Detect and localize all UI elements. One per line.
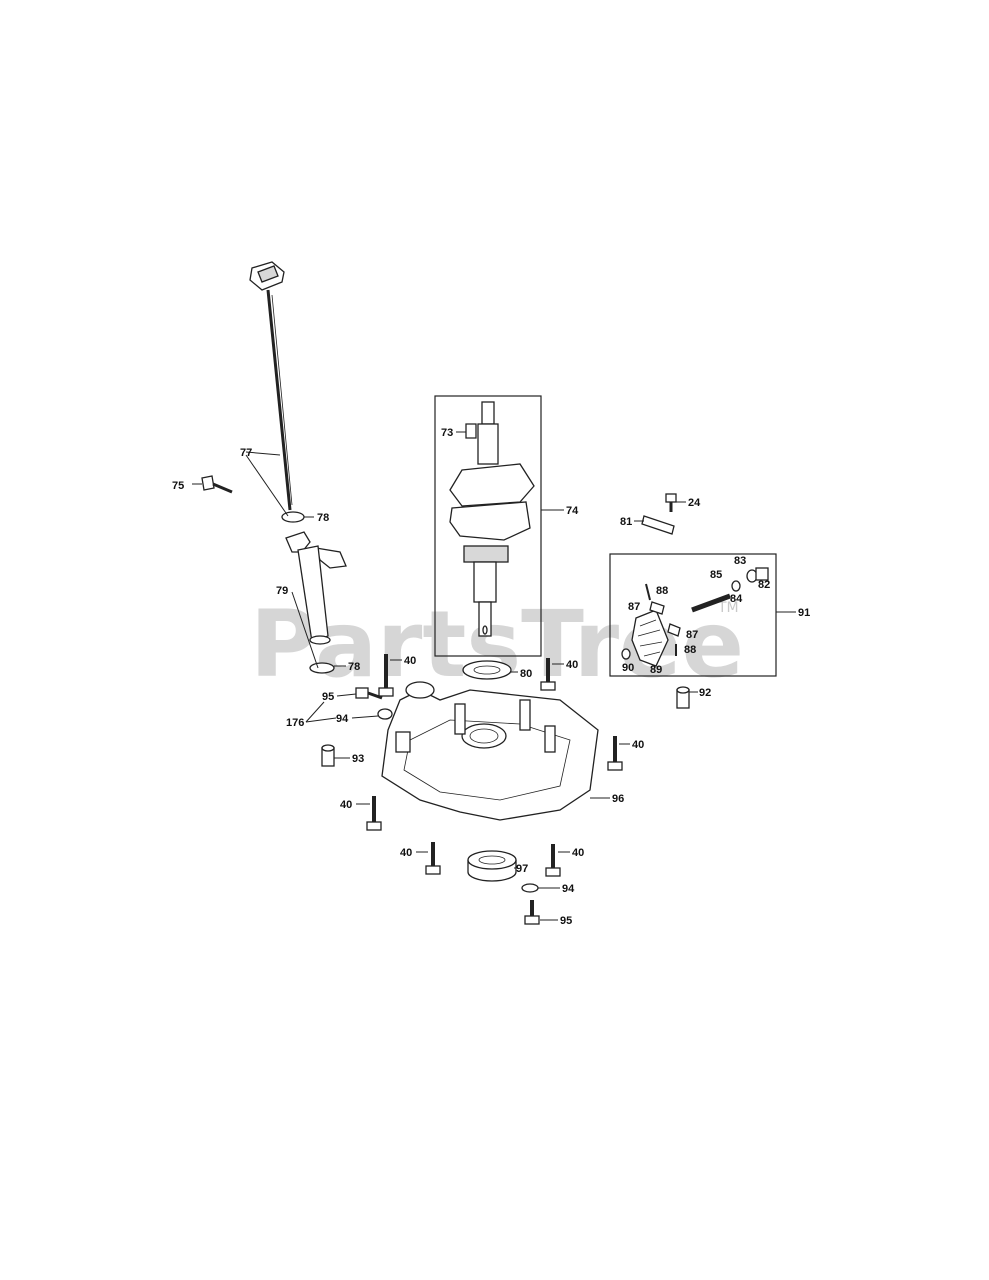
bolt-40-c[interactable] — [607, 736, 623, 771]
label-91: 91 — [798, 607, 810, 619]
label-92: 92 — [699, 687, 711, 699]
label-40-d: 40 — [340, 799, 352, 811]
dipstick-tube[interactable] — [285, 531, 347, 645]
key-73[interactable] — [465, 423, 477, 439]
part-labels: 75 77 78 79 78 73 74 80 40 40 40 40 40 4… — [172, 427, 810, 927]
label-24: 24 — [688, 497, 701, 509]
label-95-lower: 95 — [560, 915, 572, 927]
label-97: 97 — [516, 863, 528, 875]
label-94-upper: 94 — [336, 713, 349, 725]
label-78-upper: 78 — [317, 512, 329, 524]
dipstick[interactable] — [249, 261, 293, 511]
label-87-left: 87 — [628, 601, 640, 613]
label-88-lower: 88 — [684, 644, 696, 656]
leader-lines — [192, 431, 796, 921]
label-74: 74 — [566, 505, 579, 517]
washer-94-upper[interactable] — [377, 708, 393, 720]
label-89: 89 — [650, 664, 662, 676]
label-40-e: 40 — [400, 847, 412, 859]
watermark-tm: TM — [717, 600, 739, 616]
label-78-lower: 78 — [348, 661, 360, 673]
label-77: 77 — [240, 447, 252, 459]
governor-kit[interactable] — [621, 567, 769, 667]
bolt-95-lower[interactable] — [524, 900, 540, 925]
label-87-right: 87 — [686, 629, 698, 641]
label-79: 79 — [276, 585, 288, 597]
label-94-lower: 94 — [562, 883, 575, 895]
crankshaft-frame — [434, 395, 542, 657]
governor-kit-frame — [609, 553, 777, 677]
bolt-40-f[interactable] — [545, 844, 561, 877]
crankshaft[interactable] — [449, 401, 535, 637]
bolt-40-e[interactable] — [425, 842, 441, 875]
label-80: 80 — [520, 668, 532, 680]
oil-seal-97[interactable] — [467, 850, 517, 882]
o-ring-lower[interactable] — [309, 662, 335, 674]
bolt-40-b[interactable] — [540, 658, 556, 691]
oil-seal-80[interactable] — [462, 660, 512, 680]
bolt-95-upper[interactable] — [355, 687, 383, 700]
o-ring-upper[interactable] — [281, 511, 305, 523]
bolt-40-a[interactable] — [378, 654, 394, 697]
label-90: 90 — [622, 662, 634, 674]
label-40-b: 40 — [566, 659, 578, 671]
label-176: 176 — [286, 717, 304, 729]
spacer-92[interactable] — [676, 686, 690, 709]
label-95-upper: 95 — [322, 691, 334, 703]
label-81: 81 — [620, 516, 632, 528]
label-40-f: 40 — [572, 847, 584, 859]
dowel-93[interactable] — [321, 744, 335, 767]
label-40-a: 40 — [404, 655, 416, 667]
label-82: 82 — [758, 579, 770, 591]
label-85: 85 — [710, 569, 722, 581]
label-93: 93 — [352, 753, 364, 765]
crankcase-cover[interactable] — [381, 681, 599, 821]
bolt-24[interactable] — [665, 493, 677, 512]
label-84: 84 — [730, 593, 743, 605]
label-88-upper: 88 — [656, 585, 668, 597]
bolt-75[interactable] — [201, 475, 233, 494]
label-96: 96 — [612, 793, 624, 805]
label-40-c: 40 — [632, 739, 644, 751]
label-75: 75 — [172, 480, 184, 492]
label-83: 83 — [734, 555, 746, 567]
label-73: 73 — [441, 427, 453, 439]
washer-94-lower[interactable] — [521, 883, 539, 893]
bracket-81[interactable] — [641, 515, 675, 535]
bolt-40-d[interactable] — [366, 796, 382, 831]
